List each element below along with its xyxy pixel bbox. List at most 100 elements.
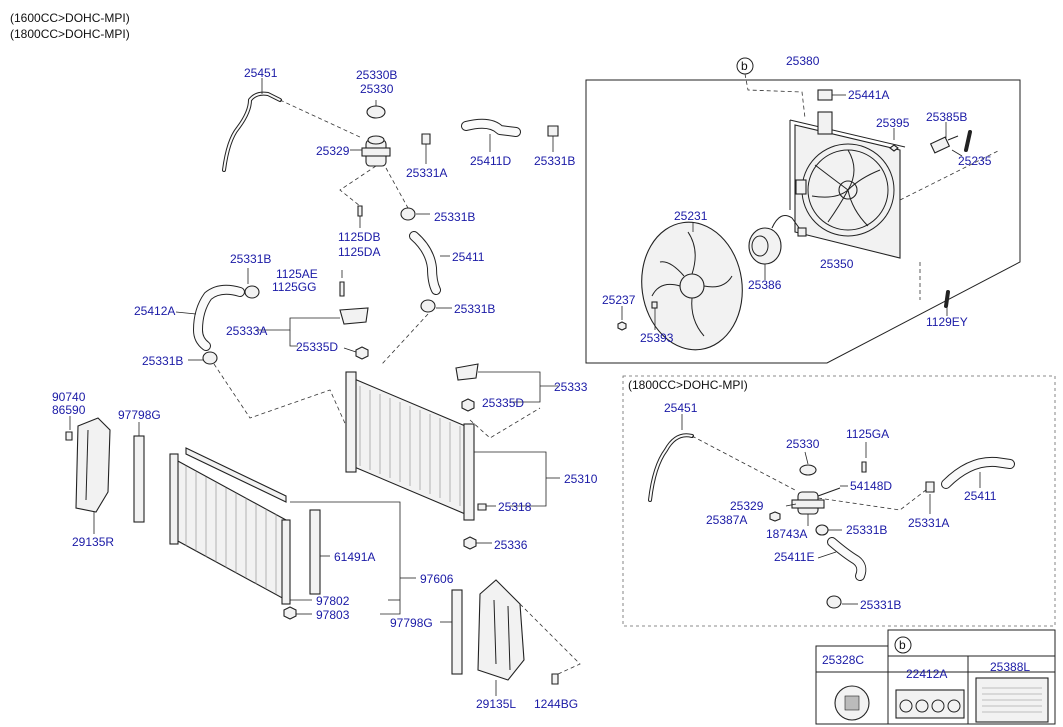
inset-label-25331b-b[interactable]: 25331B <box>860 598 901 612</box>
label-25330[interactable]: 25330 <box>360 82 394 96</box>
bolt-1244bg[interactable] <box>551 673 559 685</box>
label-25331b-lower[interactable]: 25331B <box>454 302 495 316</box>
screw-25395[interactable] <box>889 144 899 152</box>
clip-25393[interactable] <box>651 301 658 309</box>
hose-25411[interactable] <box>409 231 441 295</box>
label-25441a[interactable]: 25441A <box>848 88 889 102</box>
bracket-25333a[interactable] <box>339 307 369 325</box>
label-25393[interactable]: 25393 <box>640 331 674 345</box>
inset-label-25411[interactable]: 25411 <box>964 489 997 503</box>
hose-25411d[interactable] <box>461 118 521 137</box>
label-1125ae[interactable]: 1125AE <box>276 267 318 281</box>
label-1125da[interactable]: 1125DA <box>338 245 380 259</box>
label-25333[interactable]: 25333 <box>554 380 588 394</box>
clamp-25331b-mid[interactable] <box>400 207 416 221</box>
seal-61491a[interactable] <box>309 509 321 595</box>
bypass-pipe-25451[interactable] <box>222 91 282 172</box>
label-25336[interactable]: 25336 <box>494 538 528 552</box>
inset-label-1125ga[interactable]: 1125GA <box>846 427 889 441</box>
label-25331b-hoseend[interactable]: 25331B <box>142 354 183 368</box>
inset-hose-25411[interactable] <box>941 456 1015 489</box>
inset-bushing-25387a[interactable] <box>769 511 781 522</box>
label-25395[interactable]: 25395 <box>876 116 910 130</box>
label-97802[interactable]: 97802 <box>316 594 350 608</box>
inset-label-25451[interactable]: 25451 <box>664 401 698 415</box>
fan-cap-25441a[interactable] <box>817 89 833 101</box>
seal-97798g-left[interactable] <box>133 435 145 523</box>
clamp-25331b-top[interactable] <box>547 125 559 137</box>
inset-clamp-25331b-b[interactable] <box>826 595 842 609</box>
label-25350[interactable]: 25350 <box>820 257 854 271</box>
label-25385b[interactable]: 25385B <box>926 110 967 124</box>
inset-label-25331a[interactable]: 25331A <box>908 516 949 530</box>
inset-sensor-54148d[interactable] <box>817 487 841 497</box>
nut-25237[interactable] <box>617 321 627 331</box>
inset-bolt-1125ga[interactable] <box>861 461 867 473</box>
inset-label-25387a[interactable]: 25387A <box>706 513 747 527</box>
inset-clamp-25331b-a[interactable] <box>815 524 829 536</box>
label-1129ey[interactable]: 1129EY <box>926 315 968 329</box>
label-25329[interactable]: 25329 <box>316 144 350 158</box>
thermostat-housing-25329[interactable] <box>361 135 391 167</box>
inset-label-25330[interactable]: 25330 <box>786 437 820 451</box>
label-25331b-top[interactable]: 25331B <box>534 154 575 168</box>
label-1125db[interactable]: 1125DB <box>338 230 380 244</box>
label-1244bg[interactable]: 1244BG <box>534 697 578 711</box>
label-25451[interactable]: 25451 <box>244 66 278 80</box>
label-25235[interactable]: 25235 <box>958 154 992 168</box>
inset-label-25329[interactable]: 25329 <box>730 499 764 513</box>
label-97606[interactable]: 97606 <box>420 572 454 586</box>
seal-97798g-bottom[interactable] <box>451 589 463 675</box>
label-25335d-right[interactable]: 25335D <box>482 396 524 410</box>
bushing-97803[interactable] <box>283 606 297 620</box>
fan-motor-25386[interactable] <box>748 215 807 265</box>
label-25310[interactable]: 25310 <box>564 472 598 486</box>
inset-thermostat-25329[interactable] <box>791 491 825 515</box>
inset-label-54148d[interactable]: 54148D <box>850 479 892 493</box>
clamp-25331b-left[interactable] <box>244 285 260 299</box>
label-25412a[interactable]: 25412A <box>134 304 175 318</box>
table-label-25388l[interactable]: 25388L <box>990 660 1030 674</box>
label-25380[interactable]: 25380 <box>786 54 820 68</box>
label-97798g-left[interactable]: 97798G <box>118 408 161 422</box>
label-61491a[interactable]: 61491A <box>334 550 375 564</box>
bolt-1125ae[interactable] <box>339 281 345 297</box>
label-86590[interactable]: 86590 <box>52 403 86 417</box>
inset-pipe-25451[interactable] <box>648 433 694 502</box>
resistor-25385b[interactable] <box>929 135 959 154</box>
label-25411d[interactable]: 25411D <box>470 154 511 168</box>
fan-shroud-25350[interactable] <box>789 111 906 259</box>
radiator-25310[interactable] <box>345 371 475 521</box>
bolt-1125db[interactable] <box>357 205 363 217</box>
inset-label-25331b-a[interactable]: 25331B <box>846 523 887 537</box>
bracket-25333[interactable] <box>455 363 479 381</box>
filler-cap-25330[interactable] <box>366 105 386 119</box>
inset-label-18743a[interactable]: 18743A <box>766 527 807 541</box>
inset-clamp-25331a[interactable] <box>925 481 935 493</box>
label-97798g-bottom[interactable]: 97798G <box>390 616 433 630</box>
air-guard-29135r[interactable] <box>75 417 111 513</box>
inset-cap-25330[interactable] <box>799 464 817 476</box>
label-29135r[interactable]: 29135R <box>72 535 114 549</box>
table-label-22412a[interactable]: 22412A <box>906 667 947 681</box>
label-25411[interactable]: 25411 <box>452 250 485 264</box>
label-25331b-left[interactable]: 25331B <box>230 252 271 266</box>
bushing-25335d-right[interactable] <box>461 398 475 412</box>
bolt-1129ey[interactable] <box>944 290 950 308</box>
label-25330b[interactable]: 25330B <box>356 68 397 82</box>
label-25331a[interactable]: 25331A <box>406 166 447 180</box>
label-25237[interactable]: 25237 <box>602 293 636 307</box>
bushing-25336[interactable] <box>463 536 477 550</box>
label-25386[interactable]: 25386 <box>748 278 782 292</box>
bolt-90740[interactable] <box>65 431 73 441</box>
inset-label-25411e[interactable]: 25411E <box>774 550 814 564</box>
air-guard-29135l[interactable] <box>477 579 525 681</box>
condenser-97606[interactable] <box>169 447 291 605</box>
label-25231[interactable]: 25231 <box>674 209 708 223</box>
bushing-25335d-left[interactable] <box>355 346 369 360</box>
inset-hose-25411e[interactable] <box>827 537 867 581</box>
bolt-25235[interactable] <box>964 130 972 152</box>
label-29135l[interactable]: 29135L <box>476 697 516 711</box>
label-25335d-left[interactable]: 25335D <box>296 340 338 354</box>
hose-25412a[interactable] <box>193 284 245 351</box>
